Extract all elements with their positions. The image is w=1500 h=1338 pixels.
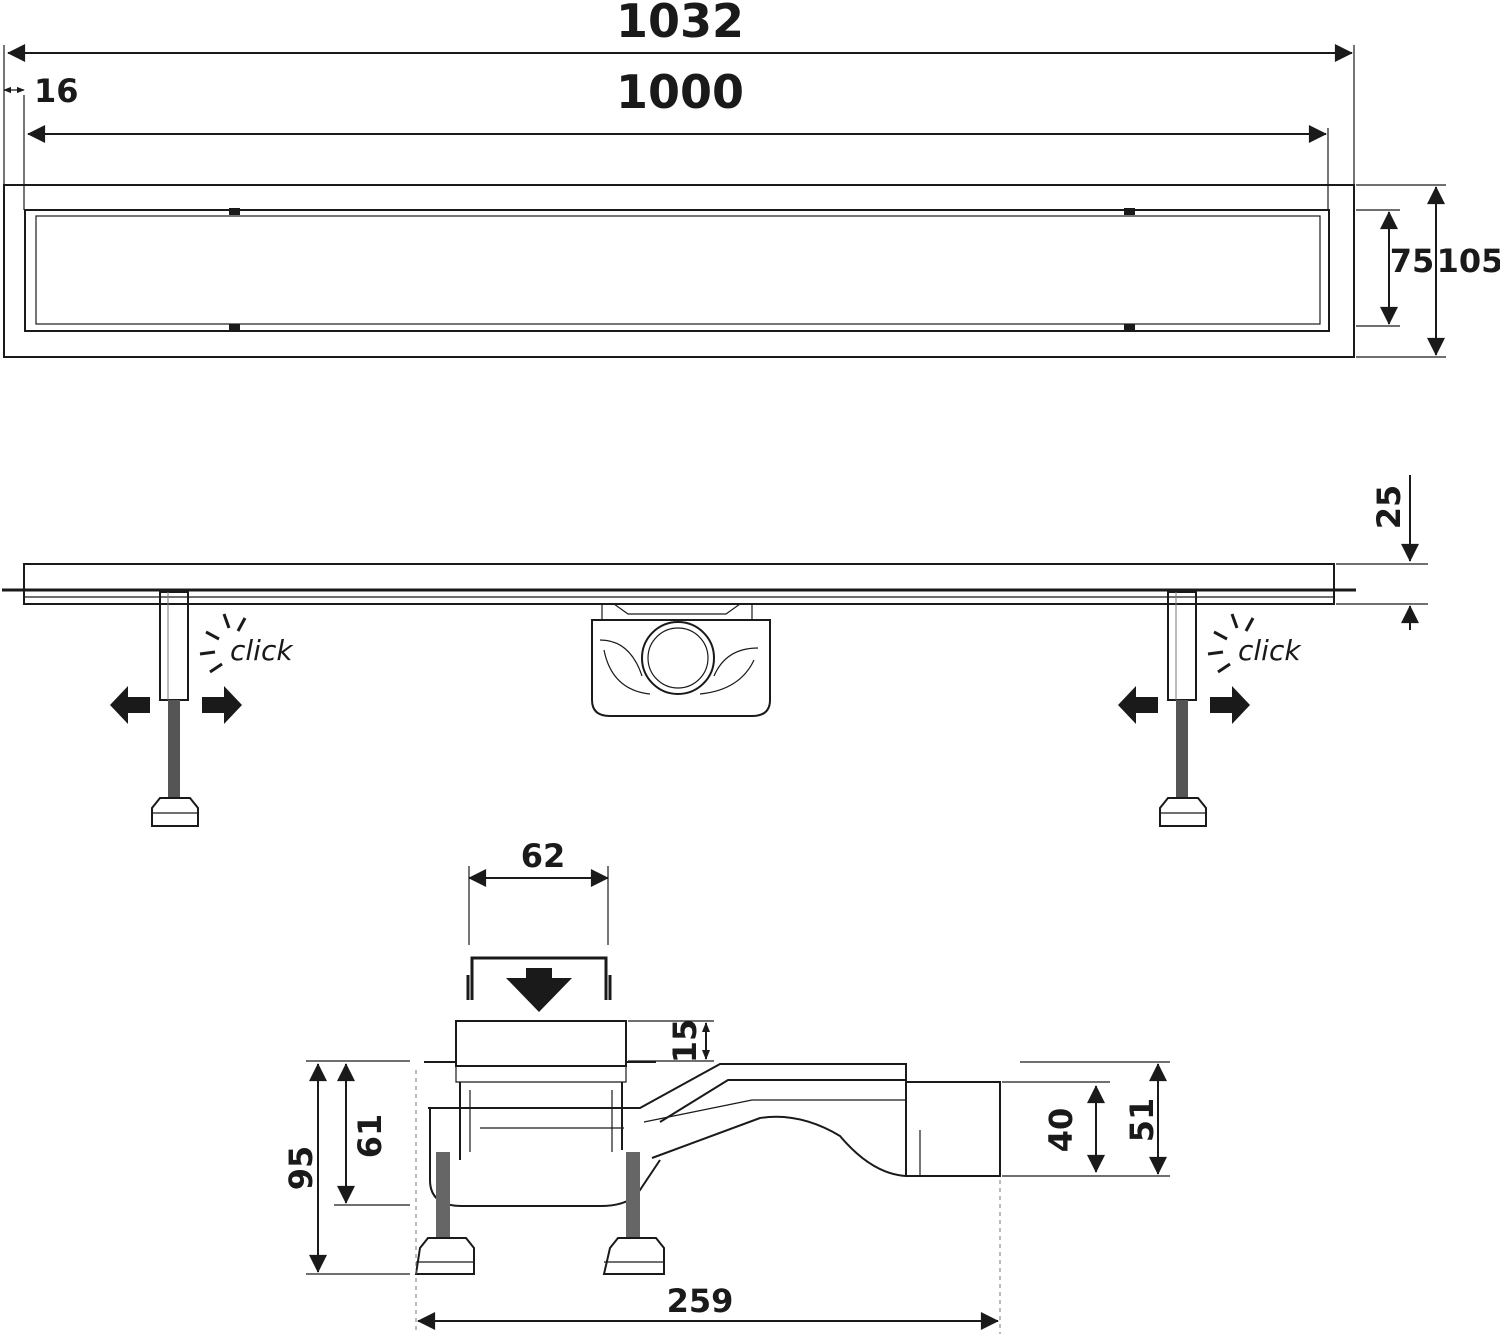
dim-trap-depth: 15: [666, 1019, 704, 1064]
side-view: 25: [2, 475, 1428, 827]
dim-grate-length: 1000: [616, 65, 744, 119]
arrow-right-icon: [202, 686, 242, 724]
arrow-left-icon: [1118, 686, 1158, 724]
dim-body-height-max: 95: [282, 1146, 320, 1191]
adjustable-foot-right: [1159, 591, 1207, 827]
adjustable-foot-left: [414, 1152, 475, 1275]
channel-frame: [3, 184, 1355, 358]
dim-pipe-inner: 40: [1042, 1108, 1080, 1153]
arrow-down-icon: [506, 968, 572, 1012]
section-view: 62 15: [282, 837, 1170, 1334]
dim-total-depth: 259: [667, 1282, 734, 1320]
arrow-left-icon: [110, 686, 150, 724]
adjustable-foot-left: [151, 591, 199, 827]
arrow-right-icon: [1210, 686, 1250, 724]
channel-side: [23, 563, 1335, 605]
burst-icon: [1207, 613, 1255, 674]
dim-outlet-width: 62: [521, 837, 566, 875]
dim-overall-length: 1032: [616, 0, 744, 48]
dim-body-height-min: 61: [351, 1114, 389, 1159]
burst-icon: [199, 613, 247, 674]
click-label-right: click: [1238, 634, 1302, 667]
top-view: 1032 1000 16 75 105: [3, 0, 1500, 358]
dim-height-adjust: 25: [1370, 485, 1408, 530]
dim-inner-width: 75: [1390, 242, 1435, 280]
outlet-side: [591, 603, 771, 717]
click-label-left: click: [230, 634, 294, 667]
adjustable-foot-right: [602, 1152, 665, 1275]
dim-outer-width: 105: [1437, 242, 1500, 280]
grate-outer: [24, 209, 1330, 332]
dim-pipe-outer: 51: [1123, 1098, 1161, 1143]
dim-flange-width: 16: [34, 72, 79, 110]
grate-inner: [35, 215, 1321, 325]
